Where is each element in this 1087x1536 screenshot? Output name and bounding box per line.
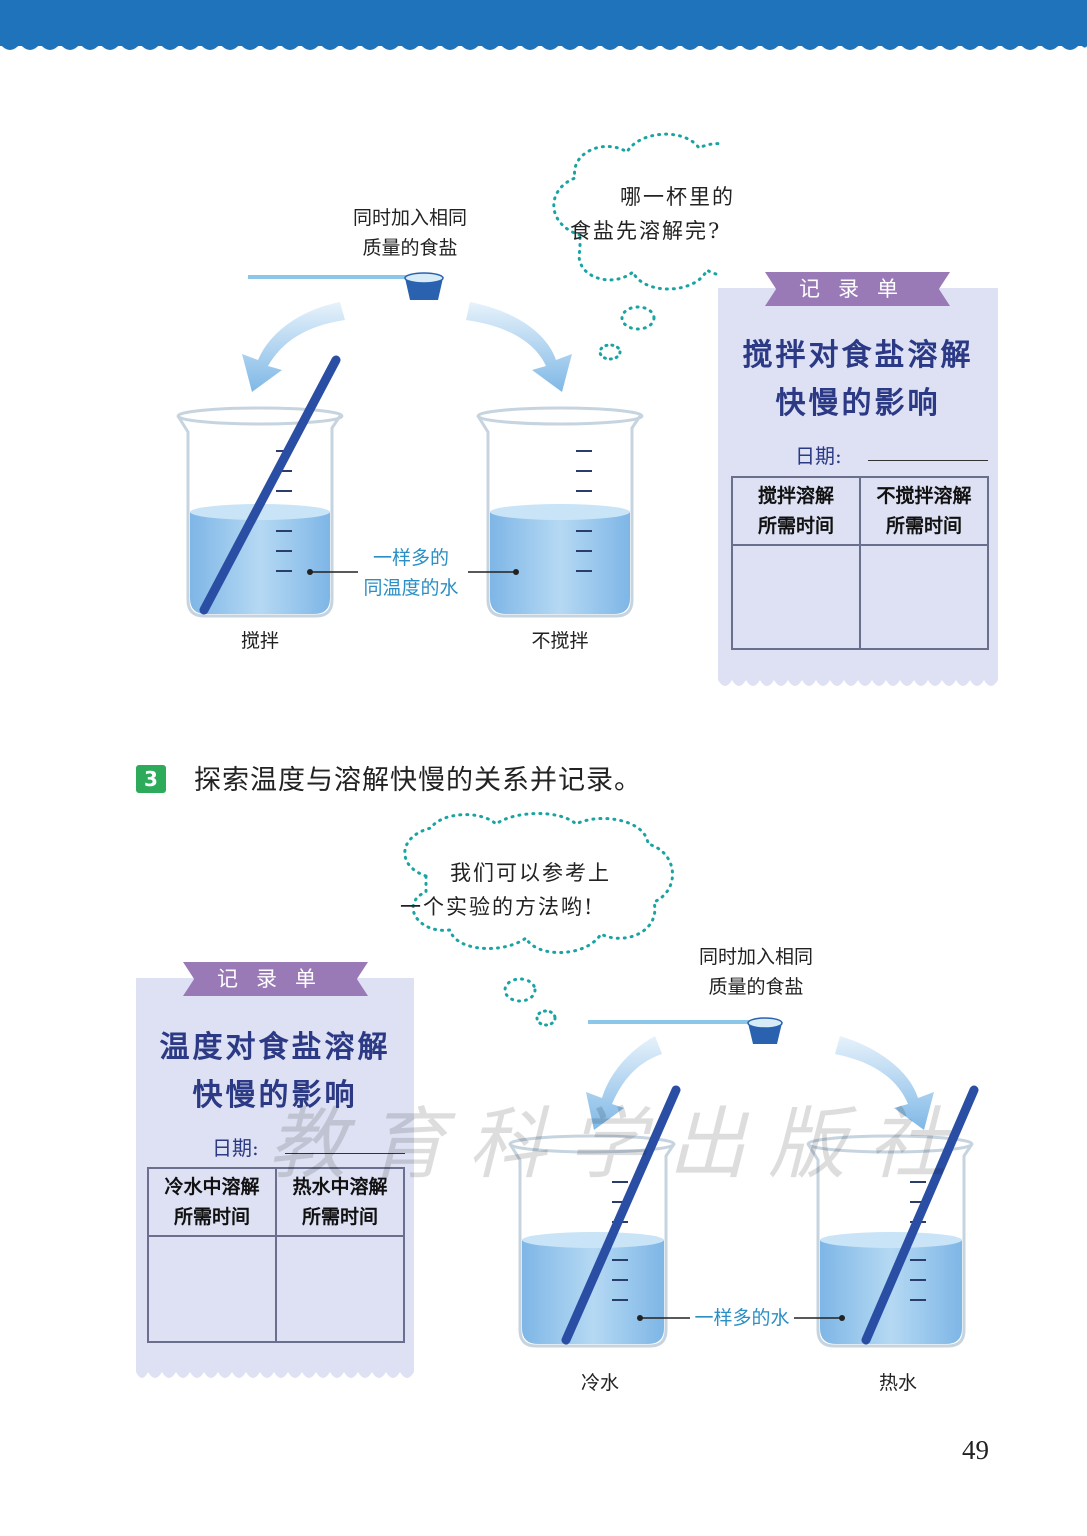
beaker-stirred xyxy=(176,355,344,618)
header-band xyxy=(0,0,1087,50)
arrow-left-icon xyxy=(242,302,345,392)
col-header-hot: 热水中溶解所需时间 xyxy=(275,1167,405,1237)
card-scallop xyxy=(718,676,998,686)
record-cell[interactable] xyxy=(731,544,861,650)
date-label-2: 日期: xyxy=(212,1136,259,1160)
card-scallop xyxy=(136,1368,414,1378)
beaker-left-label-1: 搅拌 xyxy=(240,630,279,652)
experiment1-illustration xyxy=(176,132,720,618)
date-field-1[interactable] xyxy=(868,460,988,461)
page-number: 49 xyxy=(962,1435,989,1465)
thought-bubble xyxy=(403,812,674,954)
publisher-watermark: 教育科学出版社 xyxy=(268,1100,969,1190)
beaker-hot xyxy=(806,1085,979,1348)
record-cell[interactable] xyxy=(147,1235,277,1343)
date-label-1: 日期: xyxy=(795,444,842,468)
record-tab-1: 记录单 xyxy=(765,272,950,306)
beaker-right-label-1: 不搅拌 xyxy=(531,630,589,652)
record-cell[interactable] xyxy=(275,1235,405,1343)
step-number-badge: 3 xyxy=(136,765,166,793)
date-field-2[interactable] xyxy=(285,1153,405,1154)
beaker-cold xyxy=(508,1085,681,1348)
record-table-1: 搅拌溶解所需时间 不搅拌溶解所需时间 xyxy=(731,476,989,650)
col-header-cold: 冷水中溶解所需时间 xyxy=(147,1167,277,1237)
salt-label-2: 同时加入相同质量的食盐 xyxy=(698,946,813,998)
salt-label-1: 同时加入相同质量的食盐 xyxy=(352,207,467,259)
thought-text-1: 哪一杯里的 食盐先溶解完? xyxy=(570,185,735,243)
record-title-2: 温度对食盐溶解快慢的影响 xyxy=(159,1030,391,1113)
record-title-1: 搅拌对食盐溶解快慢的影响 xyxy=(742,338,974,421)
col-header-stirred: 搅拌溶解所需时间 xyxy=(731,476,861,546)
arrow-left-icon xyxy=(586,1036,662,1130)
beaker-left-label-2: 冷水 xyxy=(580,1372,619,1394)
water-label-2: 一样多的水 xyxy=(694,1307,790,1329)
beaker-right-label-2: 热水 xyxy=(878,1372,917,1394)
col-header-unstirred: 不搅拌溶解所需时间 xyxy=(859,476,989,546)
beaker-unstirred xyxy=(476,406,644,618)
arrow-right-icon xyxy=(835,1036,934,1130)
record-cell[interactable] xyxy=(859,544,989,650)
water-label-1: 一样多的同温度的水 xyxy=(363,547,459,599)
arrow-right-icon xyxy=(466,302,572,392)
thought-bubble xyxy=(552,132,720,291)
salt-spoon-icon xyxy=(588,1017,783,1044)
record-tab-2: 记录单 xyxy=(183,962,368,996)
step-instruction: 探索温度与溶解快慢的关系并记录。 xyxy=(194,765,642,796)
record-table-2: 冷水中溶解所需时间 热水中溶解所需时间 xyxy=(147,1167,405,1343)
experiment2-illustration xyxy=(403,812,979,1348)
salt-spoon-icon xyxy=(248,272,444,300)
thought-text-2: 我们可以参考上 一个实验的方法哟! xyxy=(400,861,611,919)
